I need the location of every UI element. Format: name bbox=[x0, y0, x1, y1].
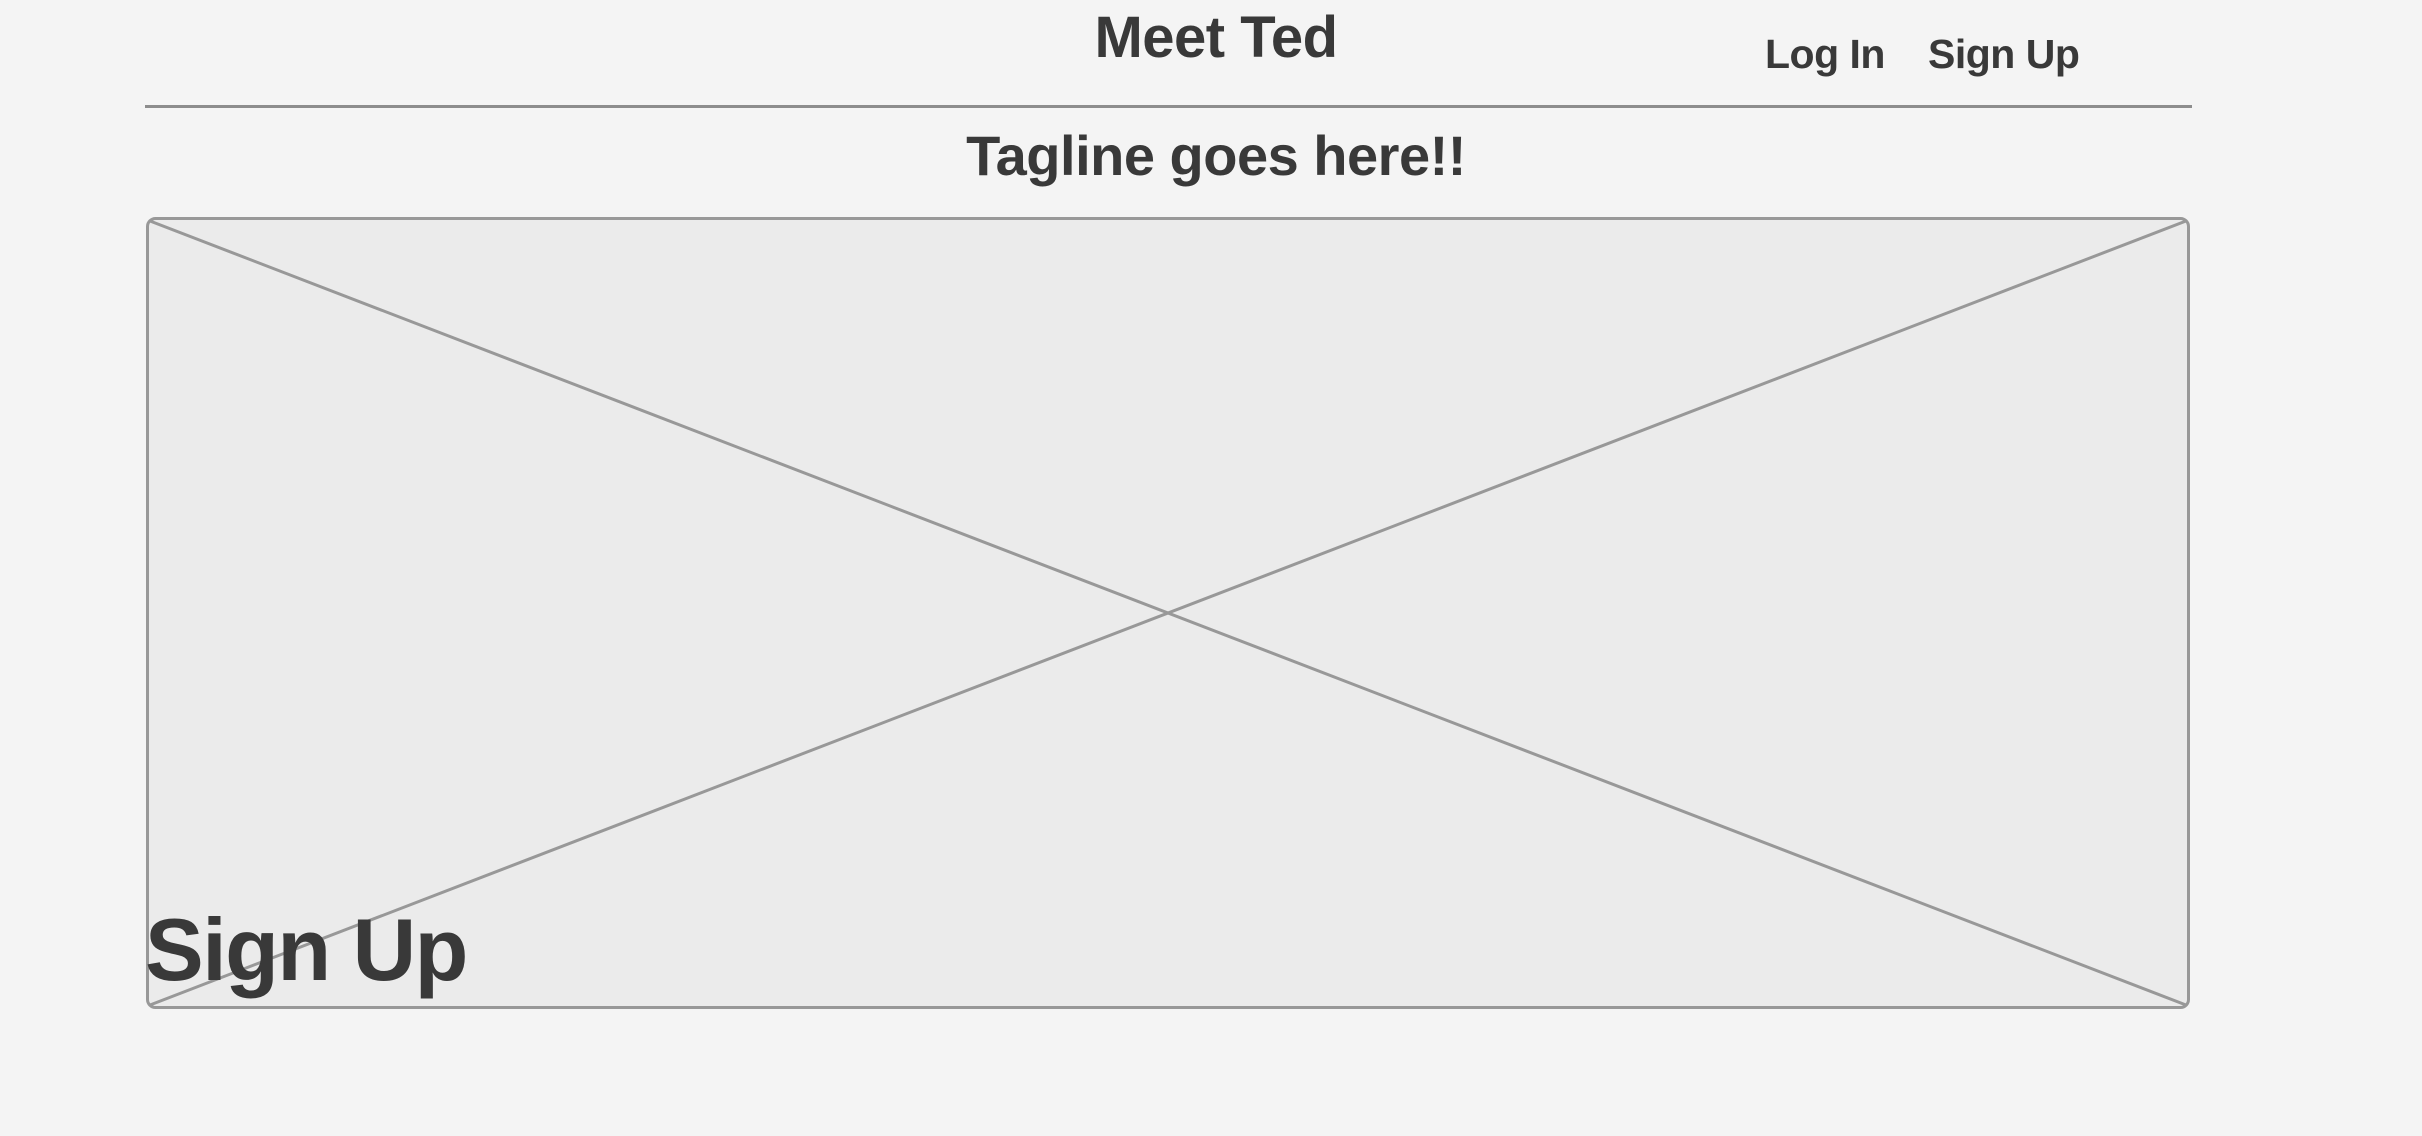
hero-signup-button[interactable]: Sign Up bbox=[145, 900, 468, 999]
login-link[interactable]: Log In bbox=[1765, 31, 1885, 77]
signup-link[interactable]: Sign Up bbox=[1928, 31, 2080, 77]
image-placeholder-icon bbox=[146, 217, 2190, 1009]
header-divider bbox=[145, 105, 2192, 108]
site-title: Meet Ted bbox=[1094, 5, 1338, 70]
placeholder-diagonal-up bbox=[149, 219, 2187, 1007]
hero-image-placeholder bbox=[146, 217, 2190, 1009]
tagline: Tagline goes here!! bbox=[966, 124, 1466, 187]
